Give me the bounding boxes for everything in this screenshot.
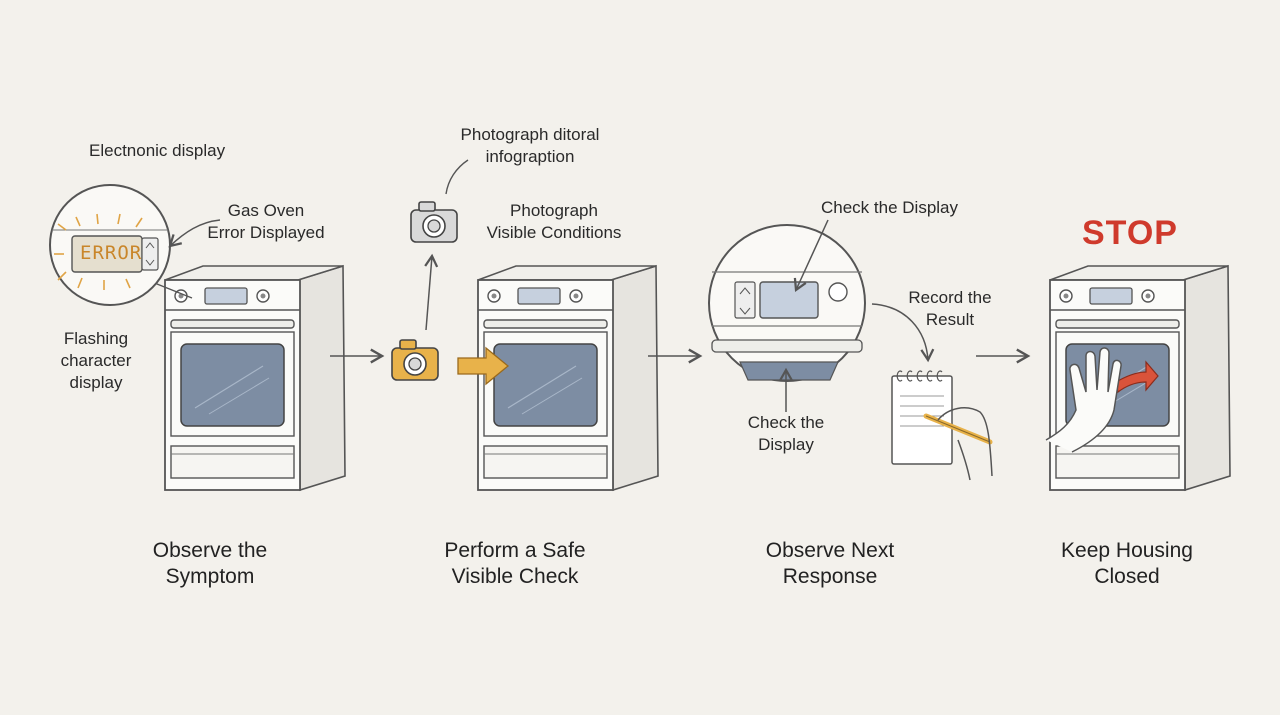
arrow-right-icon xyxy=(457,346,510,386)
photo-conditions-line2: Visible Conditions xyxy=(486,223,622,242)
step-title-2-line2: Visible Check xyxy=(451,565,579,588)
error-display-readout: ERROR xyxy=(80,242,143,264)
callout-line-photo xyxy=(445,159,469,195)
hand-icon xyxy=(937,407,993,481)
callout-arrow-display-top xyxy=(793,219,829,293)
magnifier-callout-icon xyxy=(49,184,193,306)
step-title-1-line1: Observe the xyxy=(152,539,268,562)
flashing-label-line3: display xyxy=(69,373,123,392)
camera-icon xyxy=(410,201,458,243)
record-result-label: Record the Result xyxy=(900,287,1000,331)
step-title-3-line1: Observe Next xyxy=(765,539,895,562)
pencil-icon xyxy=(923,413,993,445)
oven-illustration-1 xyxy=(164,265,346,491)
flashing-label-line1: Flashing xyxy=(63,329,129,348)
magnifier-callout-icon xyxy=(708,224,866,382)
check-bottom-line2: Display xyxy=(758,435,814,454)
callout-arrow-record xyxy=(871,303,935,363)
callout-arrow-error xyxy=(168,219,221,248)
check-display-bottom-label: Check the Display xyxy=(736,412,836,456)
photo-conditions-label: Photograph Visible Conditions xyxy=(472,200,636,244)
callout-arrow-camera xyxy=(424,253,439,331)
step-title-1: Observe the Symptom xyxy=(90,538,330,590)
step-title-2: Perform a Safe Visible Check xyxy=(395,538,635,590)
flashing-display-label: Flashing character display xyxy=(50,328,142,394)
step-title-4-line2: Closed xyxy=(1094,565,1160,588)
step-title-3-line2: Response xyxy=(782,565,878,588)
record-line1: Record the xyxy=(908,288,992,307)
check-bottom-line1: Check the xyxy=(747,413,825,432)
notepad-icon xyxy=(891,370,953,465)
hand-icon xyxy=(1045,347,1122,453)
camera-icon xyxy=(391,339,439,381)
flashing-label-line2: character xyxy=(60,351,132,370)
record-line2: Result xyxy=(925,310,975,329)
photo-editorial-label: Photograph ditoral infograption xyxy=(440,124,620,168)
check-display-top-label: Check the Display xyxy=(821,198,959,217)
step-title-2-line1: Perform a Safe xyxy=(444,539,586,562)
oven-illustration-2 xyxy=(477,265,659,491)
stop-label: STOP xyxy=(1082,214,1178,252)
error-label-line2: Error Displayed xyxy=(207,223,325,242)
step-title-1-line2: Symptom xyxy=(165,565,255,588)
error-label-line1: Gas Oven xyxy=(227,201,305,220)
photo-editorial-line1: Photograph ditoral xyxy=(460,125,600,144)
step-title-4: Keep Housing Closed xyxy=(1007,538,1247,590)
electronic-display-label: Electnonic display xyxy=(89,141,226,160)
error-displayed-label: Gas Oven Error Displayed xyxy=(196,200,336,244)
step-title-4-line1: Keep Housing xyxy=(1061,539,1193,562)
step-title-3: Observe Next Response xyxy=(710,538,950,590)
photo-conditions-line1: Photograph xyxy=(510,201,598,220)
photo-editorial-line2: infograption xyxy=(485,147,575,166)
arrow-right-icon xyxy=(1115,360,1159,394)
